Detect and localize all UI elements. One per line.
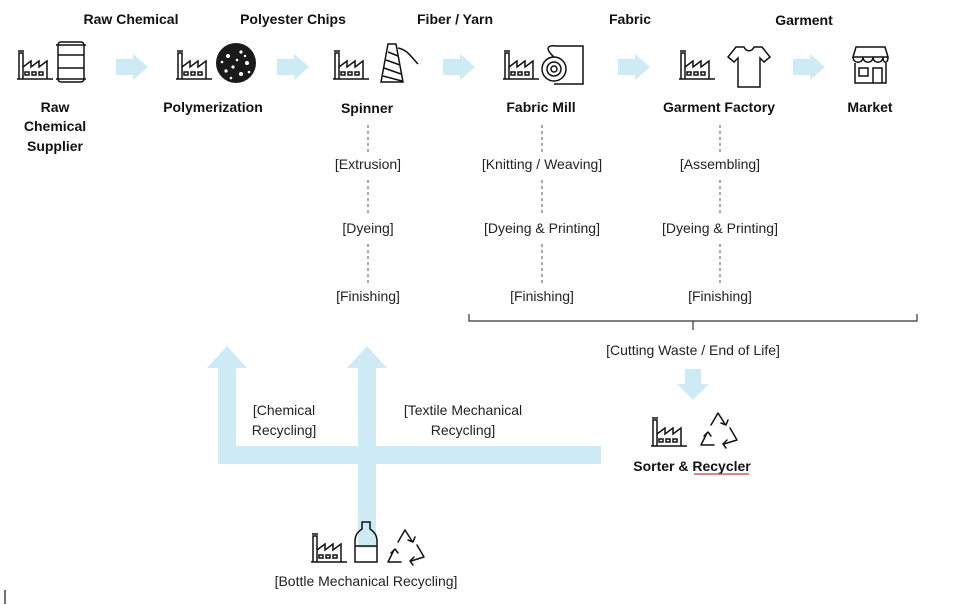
node-label-fabric-mill: Fabric Mill (506, 99, 575, 115)
flow-arrow (116, 54, 148, 80)
node-label-market: Market (847, 99, 892, 115)
waste-bracket (468, 314, 918, 330)
process-step: [Dyeing & Printing] (484, 220, 600, 236)
flow-label: Fiber / Yarn (417, 11, 493, 27)
factory-icon (651, 417, 687, 447)
down-arrow (677, 369, 709, 400)
flow-label: Fabric (609, 11, 651, 27)
recycle-icon (387, 529, 425, 566)
recycling-paths (207, 346, 601, 548)
chemical-recycling-label: Recycling] (252, 422, 317, 438)
node-label-raw-chemical-supplier: Raw (41, 99, 70, 115)
textile-recycling-label: [Textile Mechanical (404, 402, 522, 418)
flow-arrows (116, 54, 825, 80)
flow-arrow (443, 54, 475, 80)
node-label-spinner: Spinner (341, 100, 394, 116)
factory-icon (176, 50, 212, 80)
process-connectors (367, 125, 721, 284)
recycler-label: Sorter & Recycler (633, 458, 751, 474)
node-label-raw-chemical-supplier: Supplier (27, 138, 84, 154)
chemical-recycling-label: [Chemical (253, 402, 315, 418)
process-step: [Finishing] (510, 288, 574, 304)
flow-arrow (793, 54, 825, 80)
shop-icon (851, 46, 890, 84)
barrel-icon (56, 41, 86, 83)
yarn-cone-icon (380, 43, 419, 83)
recycle-icon (700, 412, 738, 449)
factory-icon (17, 50, 53, 80)
textile-recycling-label: Recycling] (431, 422, 496, 438)
flow-label: Garment (775, 12, 833, 28)
factory-icon (679, 50, 715, 80)
flow-label: Polyester Chips (240, 11, 346, 27)
flow-arrow (277, 54, 309, 80)
flow-label: Raw Chemical (84, 11, 179, 27)
process-step: [Assembling] (680, 156, 760, 172)
bottle-recycling-label: [Bottle Mechanical Recycling] (275, 573, 458, 589)
waste-label: [Cutting Waste / End of Life] (606, 342, 780, 358)
fabric-roll-icon (541, 45, 584, 85)
process-step: [Finishing] (688, 288, 752, 304)
factory-icon (311, 533, 347, 563)
process-step: [Knitting / Weaving] (482, 156, 602, 172)
process-step: [Dyeing] (342, 220, 393, 236)
tshirt-icon (726, 46, 772, 88)
process-step: [Dyeing & Printing] (662, 220, 778, 236)
factory-icon (333, 50, 369, 80)
process-step: [Finishing] (336, 288, 400, 304)
node-label-polymerization: Polymerization (163, 99, 263, 115)
polyester-chips-icon (216, 43, 256, 83)
node-label-garment-factory: Garment Factory (663, 99, 775, 115)
process-step: [Extrusion] (335, 156, 401, 172)
factory-icon (503, 50, 539, 80)
bottle-icon (354, 521, 378, 563)
flow-arrow (618, 54, 650, 80)
node-label-raw-chemical-supplier: Chemical (24, 118, 86, 134)
